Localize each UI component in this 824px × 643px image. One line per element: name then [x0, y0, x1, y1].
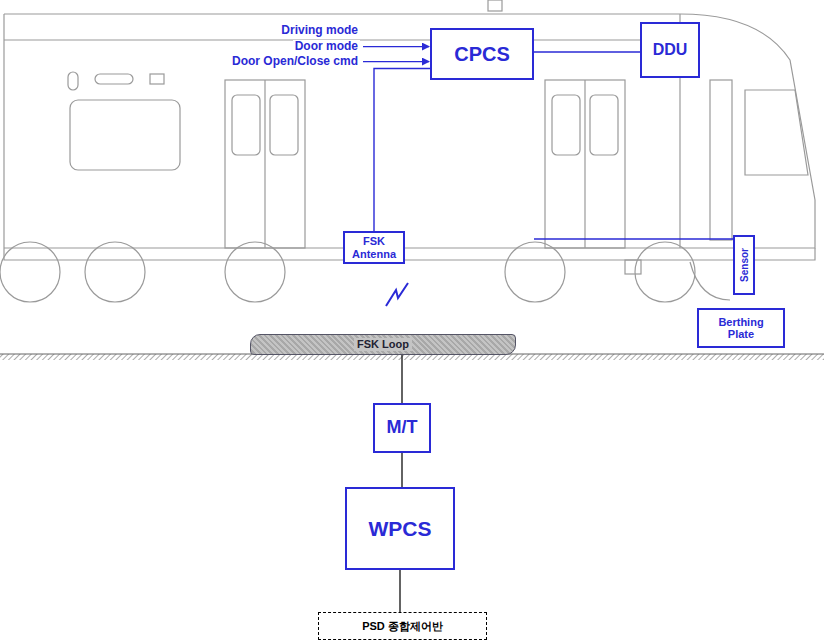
node-label: PSD 종합제어반: [362, 620, 443, 632]
connector-line: [401, 355, 402, 403]
loop-band: FSK Loop: [250, 334, 516, 355]
controller-box: CPCS: [430, 28, 534, 80]
node-label: FSK Antenna: [349, 235, 399, 259]
signal-name: Driving mode: [279, 24, 360, 37]
connector-line: [534, 51, 640, 52]
node-label: Sensor: [739, 248, 750, 282]
connector-line: [374, 69, 430, 231]
psd-panel-box: PSD 종합제어반: [318, 612, 487, 640]
node-label: CPCS: [454, 43, 510, 65]
node-label: Berthing Plate: [711, 316, 771, 340]
signal-arrow: [363, 46, 429, 47]
node-label: DDU: [653, 41, 688, 59]
signal-arrow: [363, 61, 429, 62]
connector-line: [534, 238, 733, 239]
node-label: FSK Loop: [354, 338, 412, 350]
antenna-box: FSK Antenna: [343, 231, 405, 264]
connector-line: [399, 570, 400, 612]
sensor-box: Sensor: [733, 235, 755, 295]
wayside-controller-box: WPCS: [345, 487, 455, 570]
matching-transformer-box: M/T: [373, 403, 431, 453]
node-label: WPCS: [369, 517, 432, 540]
wireless-symbol: [386, 283, 408, 306]
signal-name: Door Open/Close cmd: [230, 55, 360, 68]
node-label: M/T: [387, 418, 418, 438]
signal-name: Door mode: [293, 40, 360, 53]
connector-line: [401, 453, 402, 487]
berthing-plate-box: Berthing Plate: [697, 308, 785, 348]
display-unit-box: DDU: [640, 22, 700, 78]
train-outline: [0, 0, 815, 302]
